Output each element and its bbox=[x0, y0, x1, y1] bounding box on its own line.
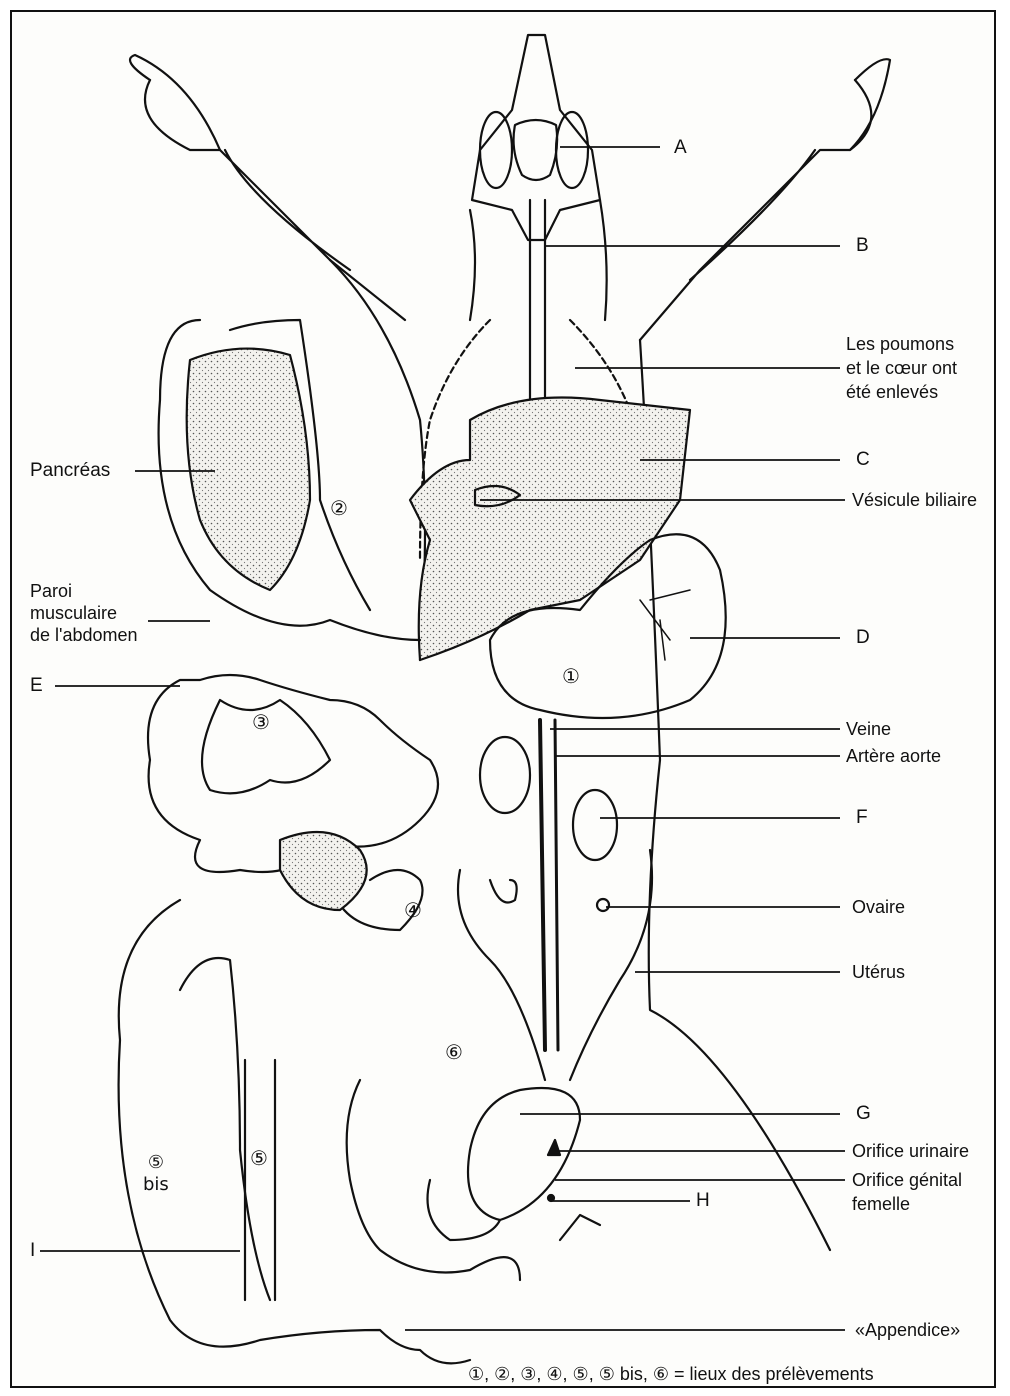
label-genital-orifice: Orifice génital femelle bbox=[852, 1168, 962, 1216]
caecum-inner bbox=[180, 958, 270, 1300]
label-ovary: Ovaire bbox=[852, 895, 905, 919]
label-urinary-orifice: Orifice urinaire bbox=[852, 1139, 969, 1163]
label-aorta: Artère aorte bbox=[846, 744, 941, 768]
pancreas bbox=[187, 349, 310, 590]
left-kidney bbox=[480, 737, 530, 813]
label-C: C bbox=[856, 448, 870, 472]
rib-chain-right bbox=[570, 320, 630, 410]
caecum bbox=[119, 900, 470, 1363]
right-kidney bbox=[573, 790, 617, 860]
ovary-right bbox=[597, 899, 609, 911]
right-arm bbox=[640, 80, 871, 340]
label-E: E bbox=[30, 674, 43, 698]
site-2-marker: ② bbox=[330, 496, 348, 520]
tail-base bbox=[560, 1215, 600, 1240]
label-D: D bbox=[856, 626, 870, 650]
left-arm bbox=[145, 80, 405, 320]
label-I: I bbox=[30, 1239, 35, 1263]
label-gallbladder: Vésicule biliaire bbox=[852, 488, 977, 512]
vena-cava bbox=[540, 720, 545, 1050]
urinary-orifice-shape bbox=[548, 1140, 560, 1155]
trachea bbox=[530, 200, 545, 400]
rectum bbox=[428, 1180, 501, 1240]
label-A: A bbox=[674, 136, 687, 160]
label-vein: Veine bbox=[846, 717, 891, 741]
label-G: G bbox=[856, 1102, 871, 1126]
body-right-outline bbox=[600, 200, 830, 1250]
label-uterus: Utérus bbox=[852, 960, 905, 984]
descending-colon bbox=[347, 1080, 520, 1280]
label-H: H bbox=[696, 1189, 710, 1213]
label-abdominal-wall: Paroi musculaire de l'abdomen bbox=[30, 580, 138, 646]
left-paw bbox=[130, 55, 220, 150]
brain-lobes bbox=[514, 120, 558, 180]
colon-segments bbox=[245, 1060, 275, 1300]
aortic-artery bbox=[555, 720, 558, 1050]
uterus-right-horn bbox=[570, 850, 652, 1080]
ovary-left bbox=[490, 880, 517, 903]
stomach-vessels bbox=[640, 590, 690, 660]
site-1-marker: ① bbox=[562, 664, 580, 688]
liver bbox=[410, 398, 690, 661]
site-4-marker: ④ bbox=[404, 898, 422, 922]
site-5bis-marker: ⑤ bis bbox=[143, 1152, 169, 1196]
label-lungs-removed: Les poumons et le cœur ont été enlevés bbox=[846, 332, 957, 404]
left-eye bbox=[480, 112, 512, 188]
mesentery bbox=[280, 832, 367, 910]
head-outline bbox=[472, 35, 600, 240]
site-6-marker: ⑥ bbox=[445, 1040, 463, 1064]
site-5-marker: ⑤ bbox=[250, 1146, 268, 1170]
label-F: F bbox=[856, 806, 868, 830]
site-3-marker: ③ bbox=[252, 710, 270, 734]
label-pancreas: Pancréas bbox=[30, 459, 110, 483]
label-appendix: «Appendice» bbox=[855, 1318, 960, 1342]
label-B: B bbox=[856, 234, 869, 258]
sampling-sites-legend: ①, ②, ③, ④, ⑤, ⑤ bis, ⑥ = lieux des prél… bbox=[468, 1362, 874, 1386]
